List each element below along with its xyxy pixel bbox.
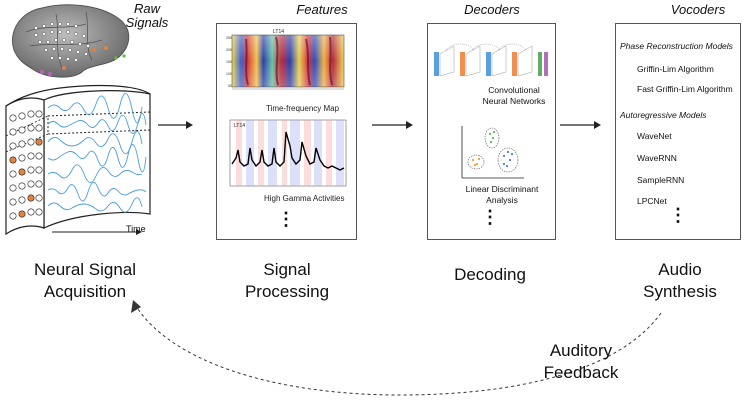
decoders-header: Decoders bbox=[464, 2, 520, 17]
brain-image bbox=[12, 4, 130, 78]
svg-text:250: 250 bbox=[226, 36, 232, 40]
ar-item-0: WaveNet bbox=[637, 131, 672, 141]
high-gamma-plot: LT14 bbox=[229, 119, 347, 187]
svg-text:100: 100 bbox=[226, 72, 232, 76]
stage-decoding: Decoding bbox=[454, 265, 526, 284]
svg-text:150: 150 bbox=[226, 60, 232, 64]
ar-item-1: WaveRNN bbox=[637, 153, 677, 163]
svg-text:200: 200 bbox=[226, 48, 232, 52]
ar-item-2: SampleRNN bbox=[637, 175, 685, 185]
vocoders-header: Vocoders bbox=[670, 2, 726, 17]
time-frequency-map: 250 200 150 100 50 bbox=[226, 34, 345, 90]
arrow-to-decoders bbox=[372, 121, 413, 129]
stage-acquisition: Neural Signal Acquisition bbox=[33, 260, 137, 301]
svg-text:50: 50 bbox=[228, 84, 232, 88]
ar-item-3: LPCNet bbox=[637, 196, 667, 206]
arrow-to-vocoders bbox=[560, 121, 601, 129]
stage-synthesis: Audio Synthesis bbox=[643, 260, 717, 301]
time-axis-label: Time bbox=[126, 224, 146, 234]
vocoders-box bbox=[615, 23, 741, 240]
phase-item-0: Griffin-Lim Algorithm bbox=[637, 64, 714, 74]
arrow-to-features bbox=[158, 121, 193, 129]
ar-models-heading: Autoregressive Models bbox=[620, 110, 707, 120]
features-header: Features bbox=[296, 2, 348, 17]
phase-item-1: Fast Griffin-Lim Algorithm bbox=[637, 84, 733, 94]
phase-models-heading: Phase Reconstruction Models bbox=[620, 41, 733, 51]
lda-caption: Linear Discriminant Analysis bbox=[465, 184, 539, 205]
cnn-diagram bbox=[434, 43, 548, 77]
electrode-array-figure bbox=[5, 84, 151, 236]
stage-processing: Signal Processing bbox=[244, 260, 330, 301]
lda-scatter bbox=[461, 126, 524, 179]
tf-map-title: LT14 bbox=[273, 29, 285, 35]
hg-caption: High Gamma Activities bbox=[264, 194, 345, 203]
tf-map-caption: Time-frequency Map bbox=[266, 104, 340, 113]
auditory-feedback-label: Auditory Feedback bbox=[543, 341, 619, 382]
hg-plot-title: LT14 bbox=[234, 123, 245, 129]
cnn-caption: Convolutional Neural Networks bbox=[482, 85, 546, 106]
raw-signals-header: Raw Signals bbox=[125, 1, 169, 30]
